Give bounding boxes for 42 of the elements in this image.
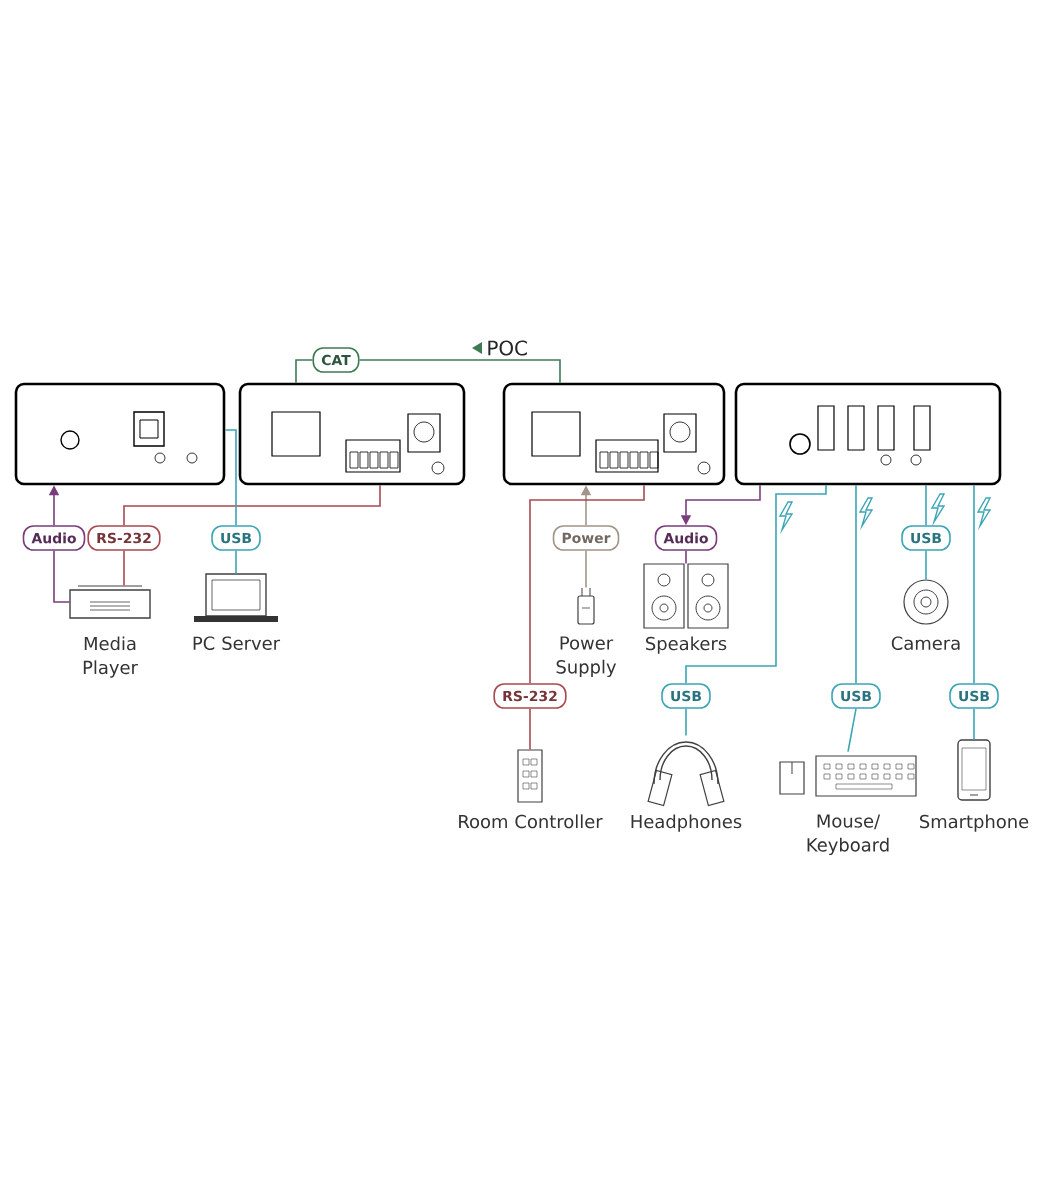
device-label: Headphones xyxy=(631,814,742,832)
device-drawing xyxy=(643,563,729,629)
cable xyxy=(123,484,381,526)
device-label: Smartphone xyxy=(920,814,1029,832)
poc-label: POC xyxy=(472,340,527,356)
cable xyxy=(973,484,975,684)
device-label: Room Controller xyxy=(459,814,603,829)
cable xyxy=(973,708,975,741)
device-panel-drawing xyxy=(502,382,726,486)
device-label: Power Supply xyxy=(556,636,617,678)
cable xyxy=(855,484,857,684)
device-panel-drawing xyxy=(238,382,466,486)
device-label: Speakers xyxy=(646,636,727,654)
cable xyxy=(224,429,237,526)
cable xyxy=(123,550,125,587)
cable xyxy=(685,484,827,684)
device-drawing xyxy=(577,587,595,625)
cable xyxy=(295,359,314,384)
device-drawing xyxy=(69,585,151,619)
device-label: PC Server xyxy=(193,636,281,650)
device-drawing xyxy=(517,749,543,803)
cable xyxy=(685,550,687,565)
cable xyxy=(529,484,645,684)
cable xyxy=(358,359,561,384)
device-label: Mouse/ Keyboard xyxy=(807,814,889,856)
device-panel-drawing xyxy=(734,382,1002,486)
cable xyxy=(925,484,927,526)
device-drawing xyxy=(957,739,991,801)
device-drawing xyxy=(779,755,917,797)
device-panel-drawing xyxy=(14,382,226,486)
cable xyxy=(847,708,857,753)
device-drawing xyxy=(194,573,278,622)
device-label: Media Player xyxy=(83,636,138,678)
cable xyxy=(529,708,531,751)
cable xyxy=(685,708,687,737)
cable xyxy=(925,550,927,581)
device-label: Camera xyxy=(891,636,960,650)
device-drawing xyxy=(647,741,725,807)
device-drawing xyxy=(903,579,949,625)
cable xyxy=(235,550,237,575)
cable xyxy=(585,550,587,589)
cable xyxy=(53,550,71,603)
